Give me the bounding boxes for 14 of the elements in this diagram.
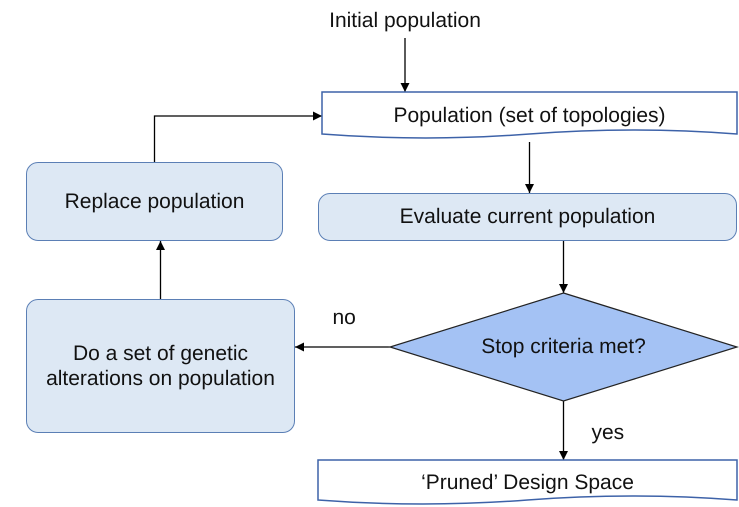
arrow: [154, 112, 322, 162]
arrow: [559, 241, 568, 293]
process-box: Evaluate current population: [318, 193, 737, 241]
arrow: [400, 38, 410, 92]
arrow: [559, 401, 568, 460]
node-text: Population (set of topologies): [392, 103, 666, 129]
process-box: Do a set of genetic alterations on population: [26, 299, 295, 433]
arrow: [525, 142, 534, 193]
arrow: [295, 342, 390, 352]
process-box: Replace population: [26, 162, 283, 241]
node-text: Stop criteria met?: [480, 334, 647, 360]
arrow: [156, 241, 165, 299]
start-label: Initial population: [290, 4, 520, 38]
node-text: ‘Pruned’ Design Space: [420, 470, 635, 496]
